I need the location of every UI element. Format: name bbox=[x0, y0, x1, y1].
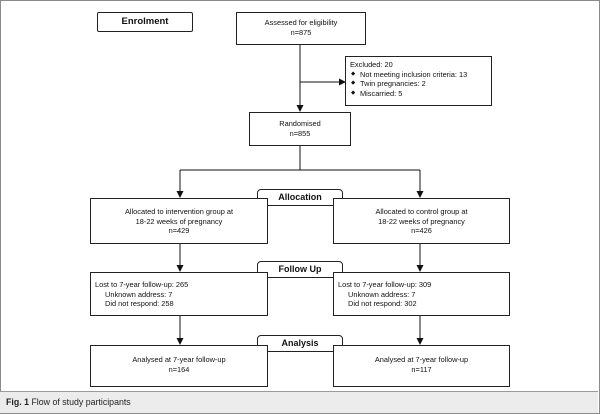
stage-follow-up: Follow Up bbox=[257, 261, 343, 278]
caption-text: Flow of study participants bbox=[31, 397, 131, 407]
excluded-item: Miscarried: 5 bbox=[350, 89, 491, 99]
intervention-allocated-label: Allocated to intervention group at bbox=[124, 207, 234, 216]
control-analysed-count: n=117 bbox=[411, 364, 432, 374]
control-allocated-timing: 18-22 weeks of pregnancy bbox=[378, 216, 465, 226]
assessed-label: Assessed for eligibility bbox=[264, 18, 338, 27]
control-lost-title: Lost to 7-year follow-up: 309 bbox=[338, 280, 432, 289]
caption-label: Fig. 1 bbox=[6, 397, 29, 407]
randomised-label: Randomised bbox=[279, 119, 321, 128]
intervention-lost-title: Lost to 7-year follow-up: 265 bbox=[95, 280, 189, 289]
stage-allocation: Allocation bbox=[257, 189, 343, 206]
intervention-analysed-box: Analysed at 7-year follow-up n=164 bbox=[90, 345, 268, 387]
excluded-item: Twin pregnancies: 2 bbox=[350, 79, 491, 89]
control-lost-unknown: Unknown address: 7 bbox=[348, 289, 416, 299]
excluded-item: Not meeting inclusion criteria: 13 bbox=[350, 70, 491, 80]
control-allocated-label: Allocated to control group at bbox=[375, 207, 468, 216]
control-allocated-count: n=426 bbox=[411, 226, 432, 236]
intervention-allocated-box: Allocated to intervention group at 18-22… bbox=[90, 198, 268, 244]
intervention-allocated-timing: 18-22 weeks of pregnancy bbox=[135, 216, 223, 226]
figure-caption: Fig. 1 Flow of study participants bbox=[6, 396, 131, 408]
caption-bar: Fig. 1 Flow of study participants bbox=[0, 391, 598, 413]
stage-analysis: Analysis bbox=[257, 335, 343, 352]
control-lost-box: Lost to 7-year follow-up: 309 Unknown ad… bbox=[333, 272, 510, 316]
intervention-lost-box: Lost to 7-year follow-up: 265 Unknown ad… bbox=[90, 272, 268, 316]
excluded-list: Not meeting inclusion criteria: 13 Twin … bbox=[350, 70, 491, 99]
assessed-box: Assessed for eligibility n=875 bbox=[236, 12, 366, 45]
stage-enrolment: Enrolment bbox=[97, 12, 193, 32]
assessed-count: n=875 bbox=[290, 27, 312, 37]
intervention-analysed-count: n=164 bbox=[168, 364, 190, 374]
excluded-box: Excluded: 20 Not meeting inclusion crite… bbox=[345, 56, 492, 106]
intervention-lost-no-response: Did not respond: 258 bbox=[105, 299, 174, 309]
randomised-count: n=855 bbox=[289, 128, 311, 138]
control-analysed-label: Analysed at 7-year follow-up bbox=[374, 355, 469, 364]
intervention-allocated-count: n=429 bbox=[168, 226, 190, 236]
intervention-analysed-label: Analysed at 7-year follow-up bbox=[132, 355, 226, 364]
randomised-box: Randomised n=855 bbox=[249, 112, 351, 146]
excluded-title: Excluded: 20 bbox=[350, 60, 393, 69]
control-lost-no-response: Did not respond: 302 bbox=[348, 299, 417, 309]
control-analysed-box: Analysed at 7-year follow-up n=117 bbox=[333, 345, 510, 387]
intervention-lost-unknown: Unknown address: 7 bbox=[105, 289, 173, 299]
control-allocated-box: Allocated to control group at 18-22 week… bbox=[333, 198, 510, 244]
